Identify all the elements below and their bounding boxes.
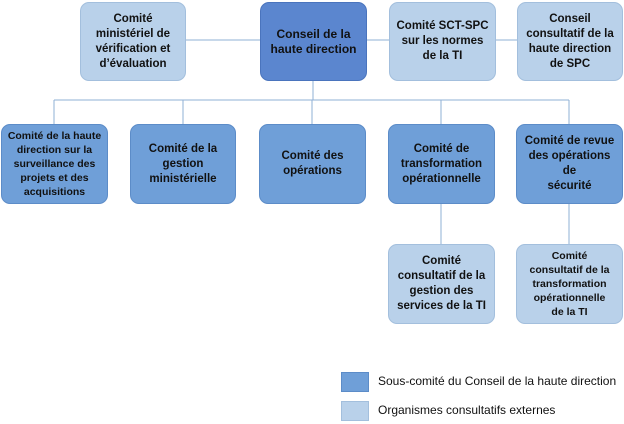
comite-transformation-operationnelle: Comité de transformation opérationnelle	[388, 124, 495, 204]
comite-consultatif-gestion-services: Comité consultatif de la gestion des ser…	[388, 244, 495, 324]
comite-consultatif-transformation-ti: Comité consultatif de la transformation …	[516, 244, 623, 324]
conseil-consultatif-spc: Conseil consultatif de la haute directio…	[517, 2, 623, 81]
comite-gestion-ministerielle: Comité de la gestion ministérielle	[130, 124, 236, 204]
comite-surveillance-projets: Comité de la haute direction sur la surv…	[1, 124, 108, 204]
conseil-haute-direction: Conseil de la haute direction	[260, 2, 367, 81]
comite-operations: Comité des opérations	[259, 124, 366, 204]
comite-sct-spc: Comité SCT-SPC sur les normes de la TI	[389, 2, 496, 81]
legend-swatch-external	[341, 401, 369, 421]
comite-verification-evaluation: Comité ministériel de vérification et d’…	[80, 2, 186, 81]
legend-label-external: Organismes consultatifs externes	[378, 403, 556, 417]
comite-revue-securite: Comité de revue des opérations de sécuri…	[516, 124, 623, 204]
legend-label-subcommittee: Sous-comité du Conseil de la haute direc…	[378, 374, 617, 388]
legend-swatch-subcommittee	[341, 372, 369, 392]
